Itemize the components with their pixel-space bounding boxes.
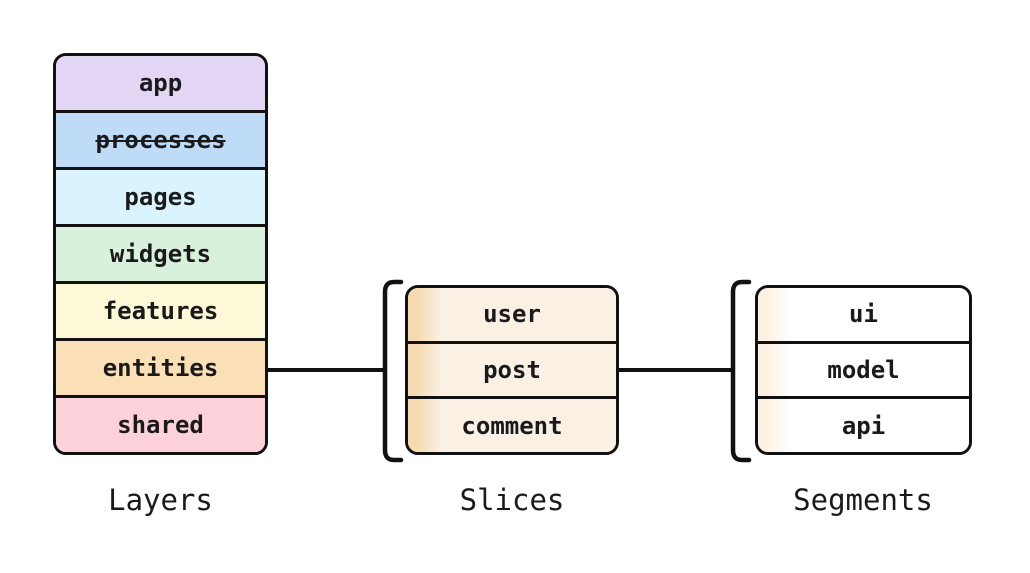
layer-label-pages: pages	[124, 183, 197, 211]
segment-label-model: model	[827, 356, 900, 384]
layers-caption: Layers	[108, 483, 213, 517]
layer-label-shared: shared	[117, 411, 204, 439]
slice-row-user: user	[408, 288, 616, 341]
layer-row-features: features	[56, 281, 265, 338]
layers-stack: app processes pages widgets features ent…	[53, 53, 268, 455]
layer-label-entities: entities	[102, 354, 219, 382]
segment-label-api: api	[841, 411, 886, 440]
slice-label-user: user	[483, 300, 541, 329]
slices-box: user post comment	[405, 285, 619, 455]
connector-slices-segments	[617, 368, 733, 372]
layer-row-app: app	[56, 56, 265, 110]
slices-bracket-icon	[382, 279, 404, 463]
segments-bracket-icon	[730, 279, 752, 463]
layer-label-processes: processes	[95, 126, 226, 154]
slice-row-post: post	[408, 340, 616, 397]
slice-label-comment: comment	[461, 411, 563, 440]
connector-entities-slices	[266, 368, 384, 372]
layer-row-shared: shared	[56, 395, 265, 452]
layer-row-pages: pages	[56, 167, 265, 224]
segment-row-ui: ui	[758, 288, 969, 341]
slice-row-comment: comment	[408, 396, 616, 452]
layer-label-features: features	[102, 297, 219, 325]
segment-row-api: api	[758, 396, 969, 452]
layer-row-processes: processes	[56, 110, 265, 167]
layer-label-app: app	[138, 69, 183, 97]
layer-row-entities: entities	[56, 338, 265, 395]
layer-row-widgets: widgets	[56, 224, 265, 281]
slices-caption: Slices	[459, 483, 565, 517]
layer-label-widgets: widgets	[109, 240, 212, 268]
segment-label-ui: ui	[849, 300, 878, 329]
slice-label-post: post	[483, 356, 541, 384]
segments-caption: Segments	[793, 483, 933, 517]
segments-box: ui model api	[755, 285, 972, 455]
segment-row-model: model	[758, 340, 969, 397]
